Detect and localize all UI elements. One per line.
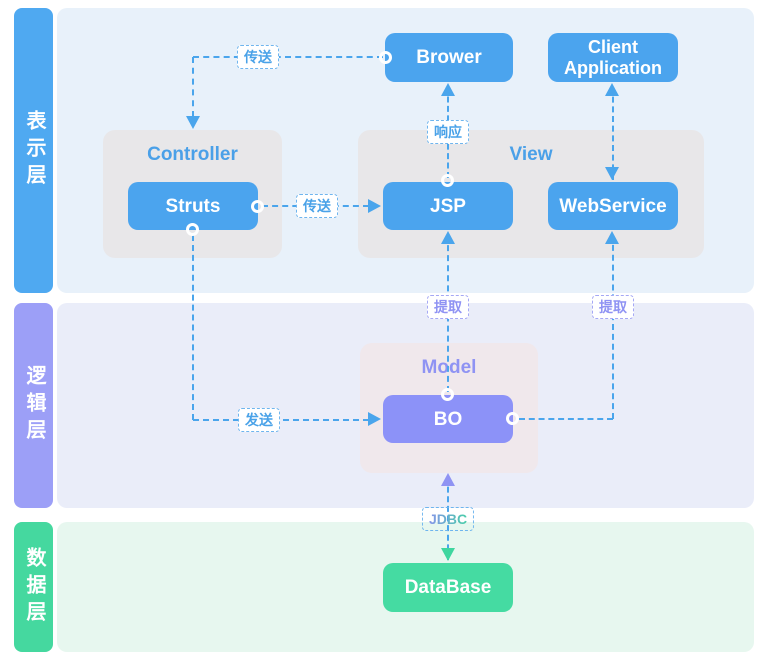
node-brower-label: Brower bbox=[416, 47, 482, 68]
edge-label-chuansong-top: 传送 bbox=[237, 45, 279, 69]
edge-label-fasong: 发送 bbox=[238, 408, 280, 432]
node-client-application: Client Application bbox=[548, 33, 678, 82]
node-database-label: DataBase bbox=[404, 577, 492, 598]
node-jsp-label: JSP bbox=[430, 195, 466, 217]
edge-label-tiqu-left: 提取 bbox=[427, 295, 469, 319]
arrowhead-down-webservice bbox=[605, 167, 619, 180]
connector-dot-bo-right bbox=[506, 412, 519, 425]
node-struts-label: Struts bbox=[165, 195, 221, 217]
arrowhead-up-client-application bbox=[605, 83, 619, 96]
connector-dot-bo-top bbox=[441, 388, 454, 401]
layer-label-presentation: 表示层 bbox=[23, 110, 45, 191]
connector-dot-brower-left bbox=[379, 51, 392, 64]
model-group-title: Model bbox=[421, 357, 477, 378]
node-jsp: JSP bbox=[383, 182, 513, 230]
edge-brower-to-controller-line bbox=[192, 57, 194, 117]
connector-dot-jsp-top bbox=[441, 174, 454, 187]
edge-brower-to-controller-line bbox=[193, 56, 383, 58]
arrowhead-down-controller bbox=[186, 116, 200, 129]
node-bo-label: BO bbox=[433, 408, 463, 430]
node-webservice-label: WebService bbox=[559, 195, 667, 217]
edge-label-xiangying: 响应 bbox=[427, 120, 469, 144]
controller-group-title: Controller bbox=[147, 144, 238, 165]
edge-struts-to-bo-line bbox=[192, 235, 194, 420]
layer-label-logic: 逻辑层 bbox=[23, 365, 45, 446]
node-struts: Struts bbox=[128, 182, 258, 230]
arrowhead-up-jsp bbox=[441, 231, 455, 244]
edge-bo-database-line bbox=[447, 477, 449, 560]
edge-label-jdbc: JDBC bbox=[421, 507, 475, 531]
connector-dot-struts-bottom bbox=[186, 223, 199, 236]
edge-label-tiqu-right: 提取 bbox=[592, 295, 634, 319]
arrowhead-up-brower bbox=[441, 83, 455, 96]
edge-label-chuansong-mid: 传送 bbox=[296, 194, 338, 218]
arrowhead-right-jsp bbox=[368, 199, 381, 213]
layer-bar-presentation: 表示层 bbox=[14, 8, 53, 293]
arrowhead-up-webservice bbox=[605, 231, 619, 244]
node-bo: BO bbox=[383, 395, 513, 443]
connector-dot-struts-right bbox=[251, 200, 264, 213]
view-group-title: View bbox=[509, 144, 553, 165]
layer-label-data: 数据层 bbox=[23, 546, 45, 628]
node-client-application-label: Client Application bbox=[564, 36, 662, 78]
layer-bar-data: 数据层 bbox=[14, 522, 53, 652]
edge-bo-to-webservice-line bbox=[519, 418, 613, 420]
edge-bo-to-webservice-line bbox=[612, 235, 614, 419]
node-database: DataBase bbox=[383, 563, 513, 612]
node-brower: Brower bbox=[385, 33, 513, 82]
arrowhead-down-database bbox=[441, 548, 455, 561]
arrowhead-right-bo bbox=[368, 412, 381, 426]
layer-bar-logic: 逻辑层 bbox=[14, 303, 53, 508]
node-webservice: WebService bbox=[548, 182, 678, 230]
edge-struts-to-bo-line bbox=[193, 419, 369, 421]
edge-webservice-client-line bbox=[612, 87, 614, 180]
arrowhead-up-bo bbox=[441, 473, 455, 486]
